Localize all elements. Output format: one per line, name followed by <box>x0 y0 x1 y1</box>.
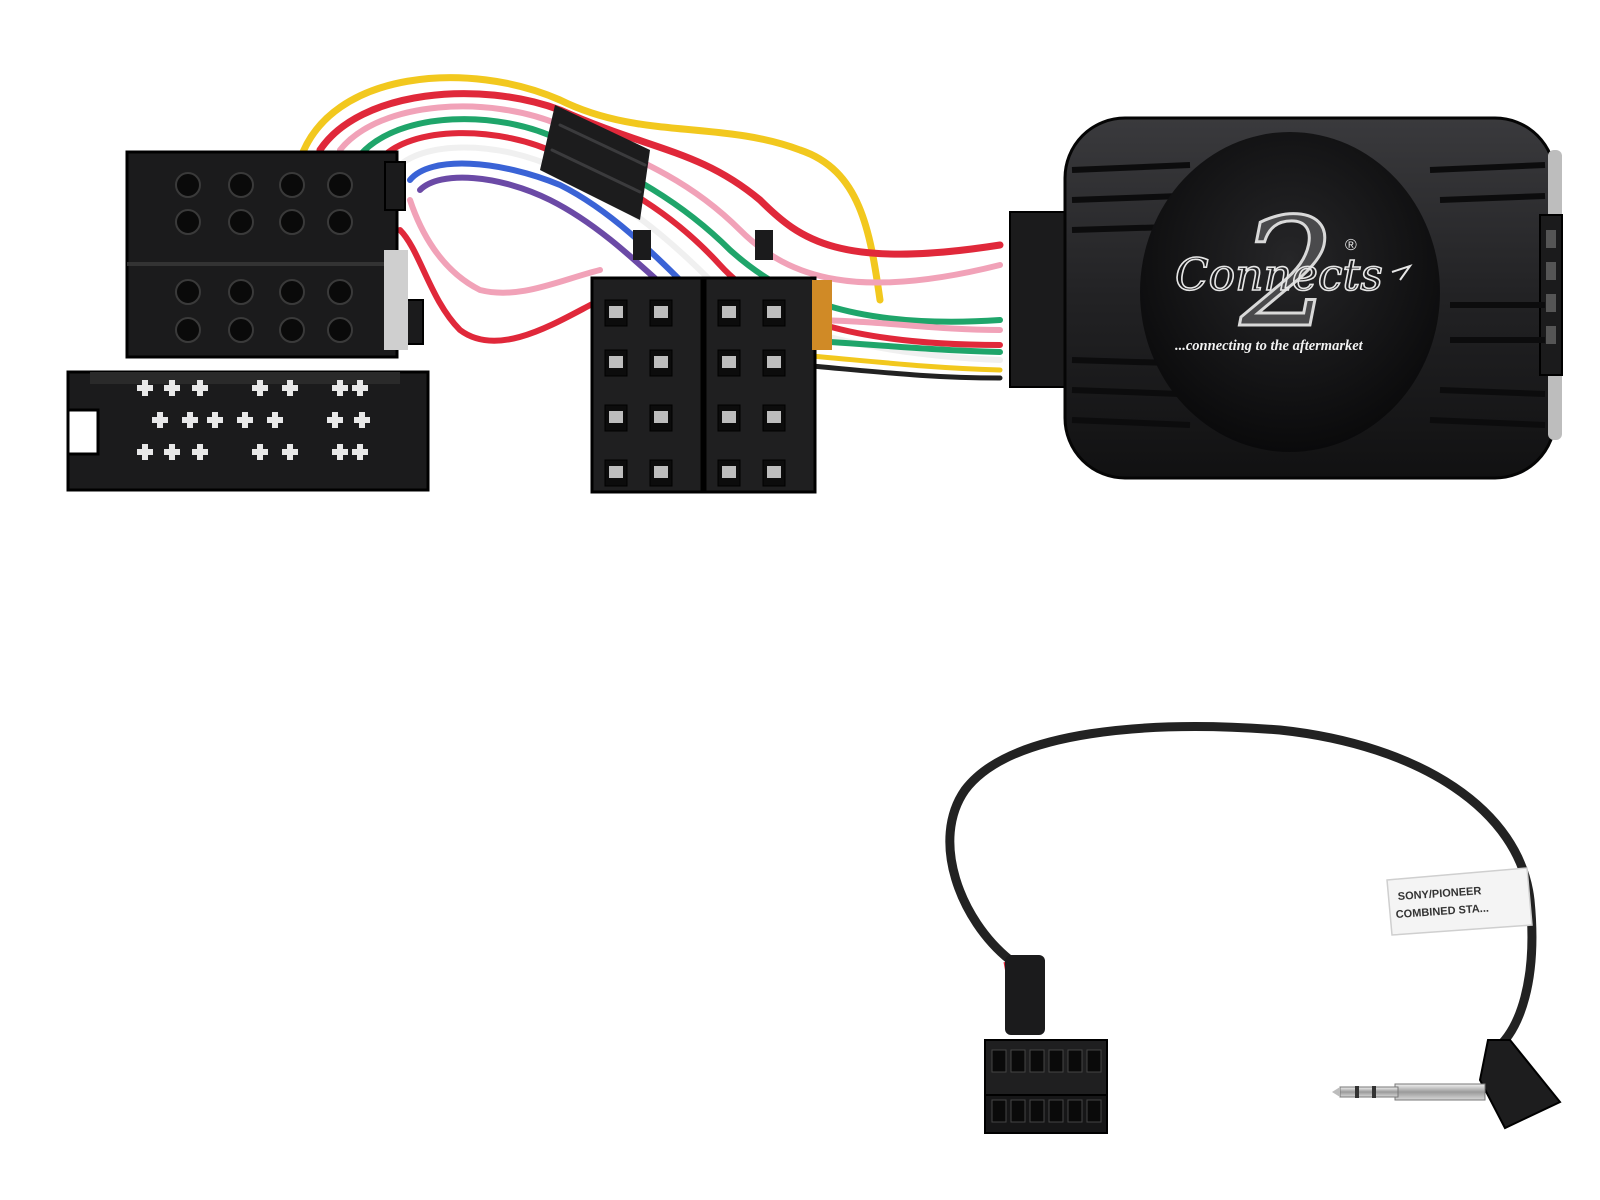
connector-pin <box>604 459 628 487</box>
connector-pin <box>1010 1099 1026 1123</box>
connector-pin <box>649 459 673 487</box>
connector-pin <box>762 404 786 432</box>
connector-pin <box>1086 1099 1102 1123</box>
connector-pin <box>279 172 305 198</box>
iso-pin-grid <box>604 299 786 487</box>
interface-box <box>1009 116 1563 480</box>
connector-pin <box>175 209 201 235</box>
lower-block-pin-grid <box>137 380 370 460</box>
connector-pin <box>762 349 786 377</box>
connector-pin <box>717 404 741 432</box>
connector-pin <box>1029 1049 1045 1073</box>
connector-pin <box>649 404 673 432</box>
connector-pin <box>164 380 180 396</box>
molex-pin-grid <box>991 1049 1102 1123</box>
connector-pin <box>182 412 198 428</box>
connector-pin <box>1048 1099 1064 1123</box>
connector-pin <box>282 380 298 396</box>
connector-pin <box>279 209 305 235</box>
brand-logo: 2 Connects ® ...connecting to the afterm… <box>1174 186 1413 363</box>
connector-pin <box>228 317 254 343</box>
connector-pin <box>175 279 201 305</box>
connector-pin <box>327 172 353 198</box>
connector-pin <box>1086 1049 1102 1073</box>
connector-pin <box>267 412 283 428</box>
connector-pin <box>604 404 628 432</box>
connector-pin <box>252 444 268 460</box>
connector-pin <box>137 380 153 396</box>
cable-label: SONY/PIONEER COMBINED STA... <box>1386 867 1533 936</box>
connector-pin <box>354 412 370 428</box>
logo-wordmark: Connects <box>1175 250 1383 301</box>
connector-pin <box>282 444 298 460</box>
quadlock-connector <box>66 150 430 492</box>
logo-tagline: ...connecting to the aftermarket <box>1175 338 1364 354</box>
connector-pin <box>192 444 208 460</box>
connector-pin <box>352 380 368 396</box>
connector-pin <box>604 349 628 377</box>
logo-registered-mark: ® <box>1345 237 1357 254</box>
connector-pin <box>175 172 201 198</box>
connector-pin <box>1067 1049 1083 1073</box>
connector-pin <box>1029 1099 1045 1123</box>
connector-pin <box>228 172 254 198</box>
connector-pin <box>252 380 268 396</box>
connector-pin <box>228 209 254 235</box>
cable-label-line1: SONY/PIONEER <box>1397 885 1481 903</box>
connector-pin <box>152 412 168 428</box>
connector-pin <box>237 412 253 428</box>
connector-pin <box>1048 1049 1064 1073</box>
connector-pin <box>327 279 353 305</box>
connector-pin <box>762 299 786 327</box>
connector-pin <box>649 299 673 327</box>
connector-pin <box>604 299 628 327</box>
connector-pin <box>717 299 741 327</box>
connector-pin <box>991 1049 1007 1073</box>
audio-jack <box>1332 1039 1562 1130</box>
quadlock-pin-grid <box>175 172 353 343</box>
connector-pin <box>352 444 368 460</box>
connector-pin <box>279 279 305 305</box>
connector-pin <box>327 209 353 235</box>
connector-pin <box>762 459 786 487</box>
logo-numeral: 2 <box>1239 187 1335 361</box>
connector-pin <box>137 444 153 460</box>
connector-pin <box>228 279 254 305</box>
connector-pin <box>332 444 348 460</box>
connector-pin <box>327 317 353 343</box>
connector-pin <box>1067 1099 1083 1123</box>
connector-pin <box>279 317 305 343</box>
connector-pin <box>1010 1049 1026 1073</box>
connector-pin <box>207 412 223 428</box>
connector-pin <box>717 349 741 377</box>
connector-pin <box>175 317 201 343</box>
connector-pin <box>332 380 348 396</box>
connector-pin <box>192 380 208 396</box>
connector-pin <box>991 1099 1007 1123</box>
connector-pin <box>327 412 343 428</box>
connector-pin <box>164 444 180 460</box>
logo-swoosh <box>1391 264 1413 281</box>
connector-pin <box>717 459 741 487</box>
connector-pin <box>649 349 673 377</box>
